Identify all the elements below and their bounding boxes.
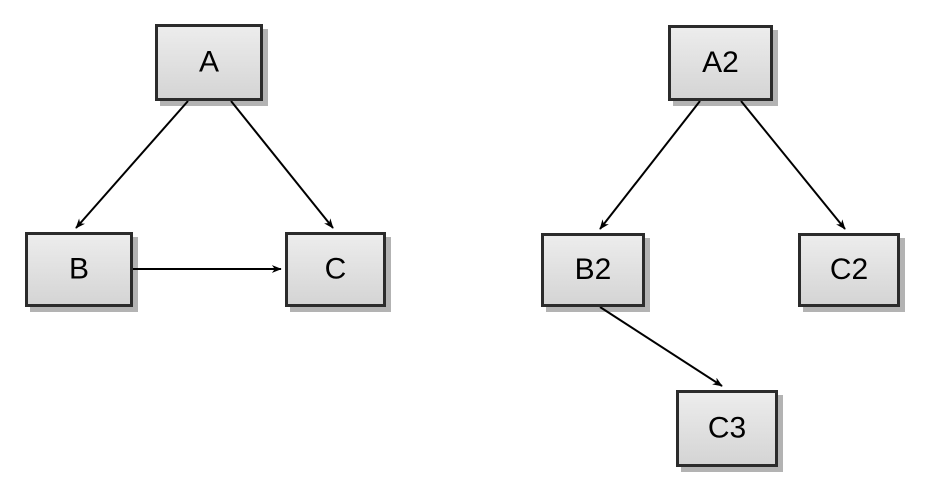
node-box-a[interactable] bbox=[155, 24, 263, 101]
edge-a2-b2[interactable] bbox=[599, 100, 701, 230]
node-c[interactable]: C bbox=[285, 232, 386, 307]
edge-b2-c3[interactable] bbox=[599, 306, 723, 387]
left-graph-edges bbox=[75, 100, 334, 273]
edge-a-b[interactable] bbox=[75, 100, 189, 229]
node-a2[interactable]: A2 bbox=[668, 25, 773, 101]
node-box-c3[interactable] bbox=[676, 390, 778, 467]
node-box-c2[interactable] bbox=[798, 233, 900, 307]
node-c3[interactable]: C3 bbox=[676, 390, 778, 467]
edge-a2-c2[interactable] bbox=[740, 100, 846, 230]
right-graph-edges bbox=[599, 100, 846, 387]
left-graph-nodes: A B C bbox=[25, 24, 386, 307]
edge-a-c[interactable] bbox=[230, 100, 334, 229]
node-box-b2[interactable] bbox=[541, 233, 645, 307]
node-b[interactable]: B bbox=[25, 232, 133, 307]
node-a[interactable]: A bbox=[155, 24, 263, 101]
node-box-c[interactable] bbox=[285, 232, 386, 307]
node-box-b[interactable] bbox=[25, 232, 133, 307]
node-b2[interactable]: B2 bbox=[541, 233, 645, 307]
node-c2[interactable]: C2 bbox=[798, 233, 900, 307]
edges bbox=[75, 100, 846, 387]
node-box-a2[interactable] bbox=[668, 25, 773, 101]
